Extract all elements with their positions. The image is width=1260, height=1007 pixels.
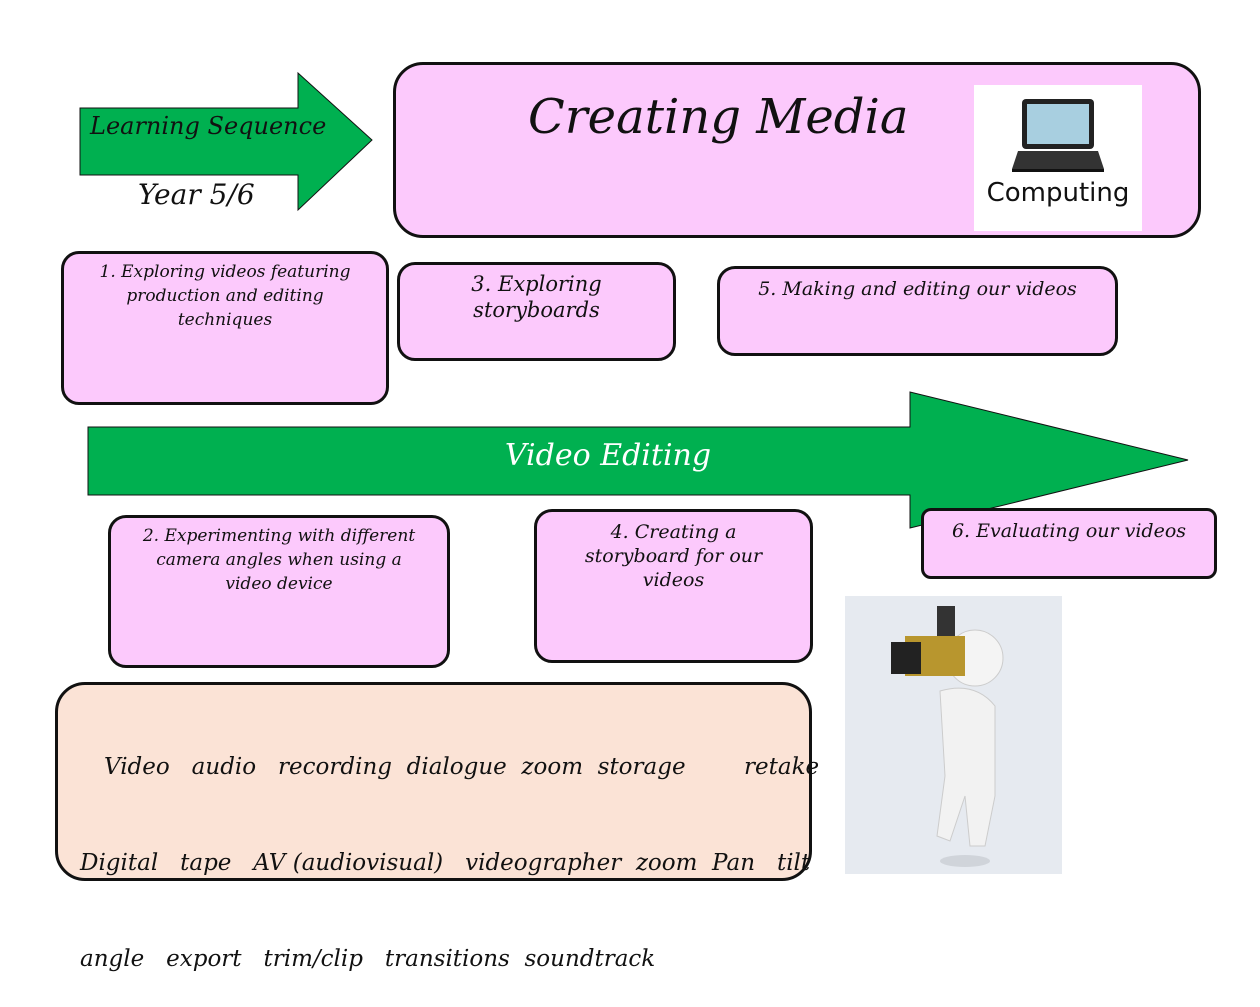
lesson-5-text: 5. Making and editing our videos (758, 278, 1077, 300)
subject-label: Computing (986, 178, 1130, 208)
lesson-6: 6. Evaluating our videos (921, 508, 1217, 579)
vocab-line: Video audio recording dialogue zoom stor… (104, 754, 820, 780)
learning-sequence-arrow (79, 71, 373, 212)
vocabulary-box: Video audio recording dialogue zoom stor… (55, 682, 820, 972)
lesson-6-text: 6. Evaluating our videos (951, 520, 1187, 542)
lesson-5: 5. Making and editing our videos (717, 266, 1118, 356)
lesson-1: 1. Exploring videos featuring production… (61, 251, 389, 405)
videographer-image (845, 596, 1062, 874)
vocab-line: angle export trim/clip transitions sound… (80, 946, 656, 972)
lesson-4: 4. Creating a storyboard for our videos (534, 509, 813, 663)
computing-badge: Computing (974, 85, 1142, 231)
vocab-line: Digital tape AV (audiovisual) videograph… (80, 850, 811, 876)
learning-sequence-label: Learning Sequence (90, 112, 327, 140)
page-title: Creating Media (528, 89, 909, 145)
title-box: Creating Media Computing (393, 62, 1201, 238)
year-label: Year 5/6 (138, 178, 255, 211)
lesson-4-text: 4. Creating a storyboard for our videos (584, 521, 763, 591)
lesson-1-text: 1. Exploring videos featuring production… (99, 262, 351, 330)
camera-person-illustration (891, 606, 1004, 867)
lesson-3-text: 3. Exploring storyboards (471, 272, 602, 322)
lesson-3: 3. Exploring storyboards (397, 262, 676, 361)
timeline-arrow (87, 391, 1189, 529)
laptop-icon (1012, 99, 1104, 172)
arrows (79, 71, 1189, 529)
lesson-2-text: 2. Experimenting with different camera a… (142, 526, 416, 594)
timeline-label: Video Editing (504, 438, 712, 473)
lesson-2: 2. Experimenting with different camera a… (108, 515, 450, 668)
